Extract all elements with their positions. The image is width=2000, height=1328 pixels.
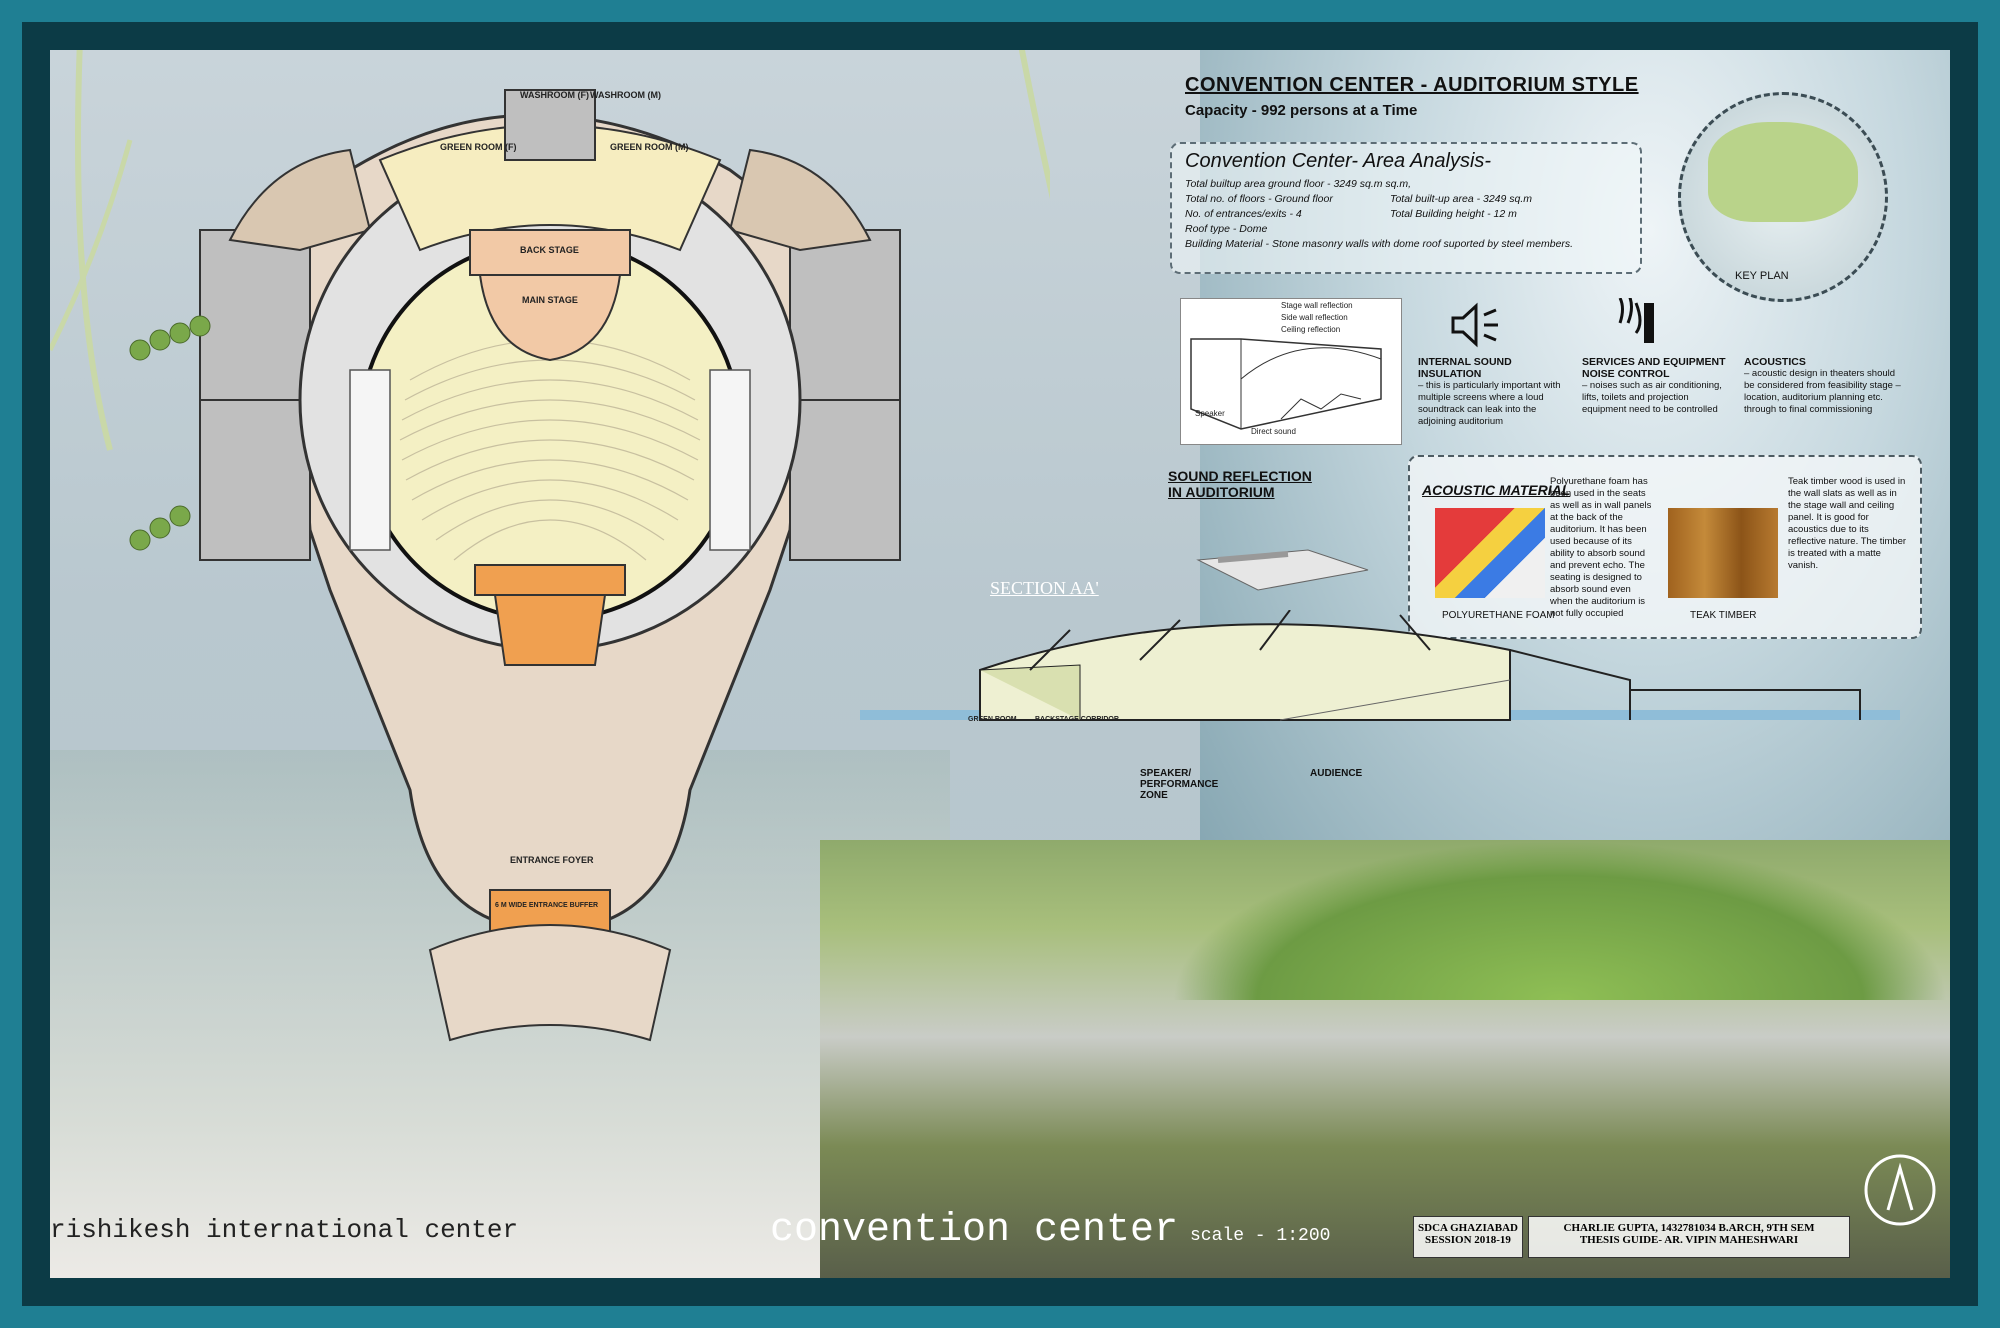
entrance-foyer-label: ENTRANCE FOYER [510,855,594,865]
floor-plan [50,50,1050,1042]
sound-diagram: Stage wall reflection Side wall reflecti… [1180,298,1402,445]
drawing-title: convention center [770,1208,1179,1253]
services-noise-block: SERVICES AND EQUIPMENT NOISE CONTROL – n… [1582,356,1732,416]
project-title: rishikesh international center [50,1215,519,1245]
area-line: Total builtup area ground floor - 3249 s… [1185,178,1412,190]
auditorium-section-sketch [1196,549,1369,591]
entrance-buffer-label: 6 M WIDE ENTRANCE BUFFER [495,902,599,909]
acoustics-head: ACOUSTICS [1744,356,1806,368]
teak-label: TEAK TIMBER [1690,610,1757,621]
sound-diagram-drawing [1190,338,1382,430]
sound-reflection-label: SOUND REFLECTION IN AUDITORIUM [1168,468,1312,500]
internal-insulation-body: – this is particularly important with mu… [1418,380,1561,427]
main-stage-label: MAIN STAGE [522,295,578,305]
area-line: Total built-up area - 3249 sq.m [1390,193,1533,205]
area-analysis-box [1170,142,1642,274]
session-text: SESSION 2018-19 [1425,1234,1511,1246]
area-line: Total Building height - 12 m [1390,208,1517,220]
washroom-f-label: WASHROOM (F) [520,90,589,100]
internal-insulation-head: INTERNAL SOUND INSULATION [1418,356,1512,380]
services-noise-head: SERVICES AND EQUIPMENT NOISE CONTROL [1582,356,1726,380]
washroom-m-label: WASHROOM (M) [590,90,661,100]
logo-emblem [1864,1154,1936,1226]
key-plan-site [1708,122,1858,222]
foam-label: POLYURETHANE FOAM [1442,610,1555,621]
scale-label: scale - 1:200 [1190,1226,1331,1246]
speaker-zone-label: SPEAKER/ PERFORMANCE ZONE [1140,768,1219,801]
student-box: CHARLIE GUPTA, 1432781034 B.ARCH, 9TH SE… [1528,1216,1850,1258]
area-line: No. of entrances/exits - 4 [1185,208,1302,220]
direct-sound-label: Direct sound [1251,427,1296,436]
section-label: SECTION AA' [990,578,1099,598]
internal-insulation-block: INTERNAL SOUND INSULATION – this is part… [1418,356,1568,428]
sheet-title: CONVENTION CENTER - AUDITORIUM STYLE [1185,74,1639,96]
drawing-sheet: WASHROOM (F) WASHROOM (M) GREEN ROOM (F)… [50,50,1950,1278]
teak-sample [1668,508,1778,598]
stage-wall-label: Stage wall reflection [1281,301,1353,310]
acoustics-block: ACOUSTICS – acoustic design in theaters … [1744,356,1904,416]
services-noise-body: – noises such as air conditioning, lifts… [1582,380,1722,415]
foam-description: Polyurethane foam has been used in the s… [1550,476,1652,619]
school-box: SDCA GHAZIABAD SESSION 2018-19 [1413,1216,1523,1258]
foam-sample [1435,508,1545,598]
green-room-f-label: GREEN ROOM (F) [440,142,517,152]
area-line: Building Material - Stone masonry walls … [1185,238,1574,250]
back-stage-label: BACK STAGE [520,245,579,255]
sound-wave-icon [1618,298,1654,343]
section-green-room-label: GREEN ROOM [968,716,1017,723]
guide-name: THESIS GUIDE- AR. VIPIN MAHESHWARI [1579,1234,1799,1246]
section-backstage-label: BACKSTAGE CORRIDOR [1035,716,1119,723]
school-name: SDCA GHAZIABAD [1418,1222,1518,1234]
speaker-icon [1451,302,1498,348]
audience-label: AUDIENCE [1310,768,1363,779]
capacity-text: Capacity - 992 persons at a Time [1185,102,1418,119]
hill-render [1170,840,1950,1000]
area-line: Total no. of floors - Ground floor [1185,193,1333,205]
acoustic-material-title: ACOUSTIC MATERIAL [1422,482,1571,498]
student-name: CHARLIE GUPTA, 1432781034 B.ARCH, 9TH SE… [1563,1222,1815,1234]
section-drawing [860,610,1900,721]
speaker-label: Speaker [1195,409,1225,418]
side-wall-label: Side wall reflection [1281,313,1348,322]
teak-description: Teak timber wood is used in the wall sla… [1788,476,1907,571]
acoustics-body: – acoustic design in theaters should be … [1744,368,1901,415]
ceiling-label: Ceiling reflection [1281,325,1341,334]
green-room-m-label: GREEN ROOM (M) [610,142,689,152]
key-plan-label: KEY PLAN [1735,270,1789,282]
area-analysis-title: Convention Center- Area Analysis- [1185,150,1492,172]
area-line: Roof type - Dome [1185,223,1268,235]
